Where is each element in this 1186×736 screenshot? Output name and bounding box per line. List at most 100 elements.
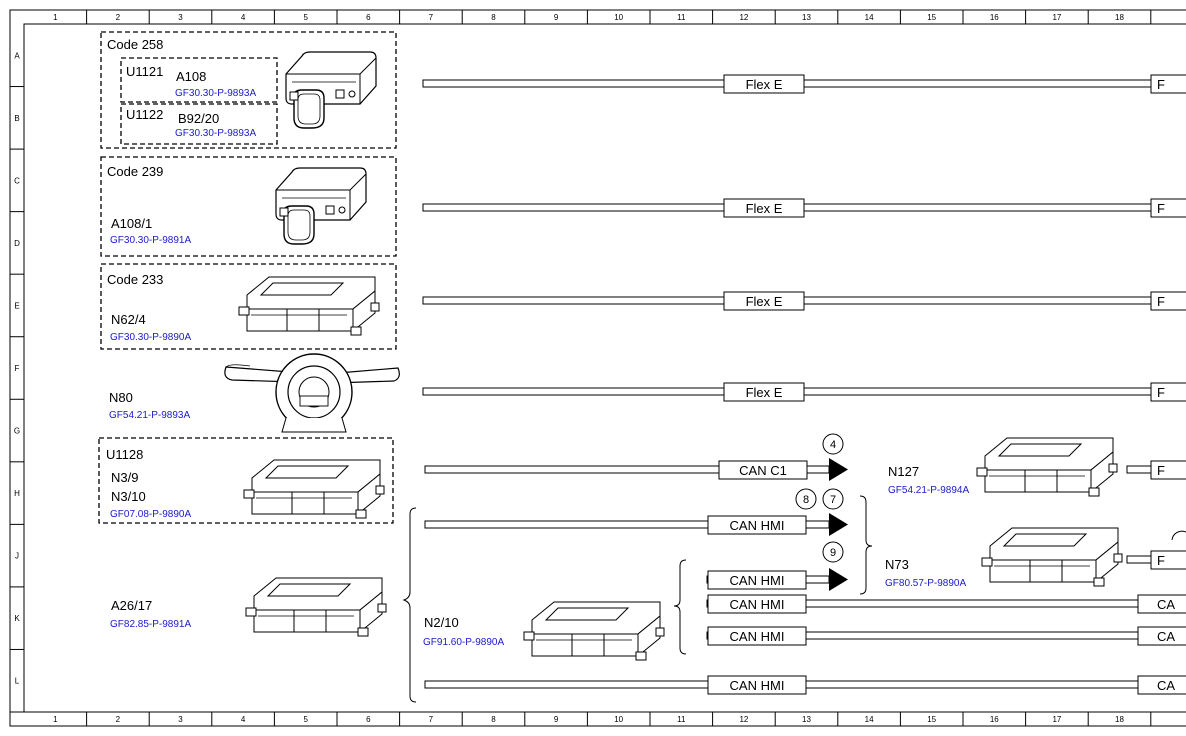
row-C: C [14,176,20,185]
col-top-11: 11 [677,13,686,22]
code239-label: Code 239 [107,164,163,179]
col-top-5: 5 [303,13,308,22]
row-J: J [15,552,19,561]
col-top-9: 9 [554,13,559,22]
col-top-14: 14 [865,13,874,22]
n73-label: N73 [885,557,909,572]
col-top-8: 8 [491,13,496,22]
svg-text:F: F [1157,294,1165,309]
col-bottom-10: 10 [614,715,623,724]
edge-box-ca-3: CA [1137,675,1186,695]
code258-label: Code 258 [107,37,163,52]
svg-text:F: F [1157,201,1165,216]
label-flex-e-3: Flex E [723,291,805,311]
col-bottom-5: 5 [303,715,308,724]
row-B: B [14,114,19,123]
col-bottom-2: 2 [116,715,121,724]
code233-label: Code 233 [107,272,163,287]
n80-steering-switch-icon [224,353,400,433]
col-bottom-13: 13 [802,715,811,724]
label-can-hmi-1: CAN HMI [707,515,807,535]
col-bottom-12: 12 [739,715,748,724]
row-L: L [15,677,20,686]
n73-ref-link[interactable]: GF80.57-P-9890A [885,578,966,589]
col-top-13: 13 [802,13,811,22]
label-can-hmi-3: CAN HMI [707,594,807,614]
n127-ref-link[interactable]: GF54.21-P-9894A [888,485,969,496]
edge-marker-partial [1171,530,1186,541]
svg-text:8: 8 [803,494,809,506]
col-bottom-15: 15 [927,715,936,724]
label-can-hmi-4: CAN HMI [707,626,807,646]
col-bottom-3: 3 [178,715,183,724]
a26-17-label: A26/17 [111,598,152,613]
group-code233 [100,263,397,350]
edge-box-f-6: F [1150,550,1186,570]
svg-text:Flex E: Flex E [746,385,783,400]
label-flex-e-1: Flex E [723,74,805,94]
svg-text:CA: CA [1157,678,1175,693]
col-top-12: 12 [739,13,748,22]
svg-text:Flex E: Flex E [746,294,783,309]
col-bottom-9: 9 [554,715,559,724]
svg-text:CAN HMI: CAN HMI [730,518,785,533]
n3-10-ref-link[interactable]: GF07.08-P-9890A [110,509,191,520]
label-can-hmi-2: CAN HMI [707,570,807,590]
col-top-3: 3 [178,13,183,22]
svg-text:CAN HMI: CAN HMI [730,678,785,693]
svg-text:F: F [1157,385,1165,400]
b92-20-ref-link[interactable]: GF30.30-P-9893A [175,128,256,139]
label-flex-e-2: Flex E [723,198,805,218]
n2-10-ref-link[interactable]: GF91.60-P-9890A [423,637,504,648]
row-K: K [14,614,20,623]
col-bottom-14: 14 [865,715,874,724]
col-top-7: 7 [429,13,434,22]
col-top-4: 4 [241,13,246,22]
group-code239 [100,156,397,257]
group-u1128 [98,437,394,524]
col-top-1: 1 [53,13,58,22]
a108-1-ref-link[interactable]: GF30.30-P-9891A [110,235,191,246]
svg-text:CA: CA [1157,597,1175,612]
a108-1-radar-icon [275,167,367,245]
n80-ref-link[interactable]: GF54.21-P-9893A [109,410,190,421]
label-can-c1: CAN C1 [718,460,808,480]
edge-box-f-2: F [1150,198,1186,218]
svg-text:Flex E: Flex E [746,201,783,216]
n62-4-label: N62/4 [111,312,146,327]
edge-box-f-4: F [1150,382,1186,402]
col-bottom-8: 8 [491,715,496,724]
col-bottom-11: 11 [677,715,686,724]
a26-17-module-icon [245,577,387,637]
u1121-label: U1121 [126,64,163,79]
col-top-10: 10 [614,13,623,22]
n2-10-module-icon [523,601,665,661]
a108-radar-icon [285,51,377,129]
svg-text:CAN HMI: CAN HMI [730,597,785,612]
arrow-can-hmi-2 [829,568,848,591]
row-H: H [14,489,20,498]
n127-label: N127 [888,464,919,479]
brace-n2-10 [402,507,417,703]
col-bottom-6: 6 [366,715,371,724]
svg-text:F: F [1157,463,1165,478]
col-top-15: 15 [927,13,936,22]
col-bottom-18: 18 [1115,715,1124,724]
a26-17-ref-link[interactable]: GF82.85-P-9891A [110,619,191,630]
row-E: E [14,301,19,310]
a108-ref-link[interactable]: GF30.30-P-9893A [175,88,256,99]
n62-4-ref-link[interactable]: GF30.30-P-9890A [110,332,191,343]
n80-label: N80 [109,390,133,405]
col-bottom-4: 4 [241,715,246,724]
col-top-6: 6 [366,13,371,22]
svg-text:F: F [1157,553,1165,568]
col-bottom-17: 17 [1052,715,1061,724]
n62-4-module-icon [238,276,380,336]
col-bottom-1: 1 [53,715,58,724]
edge-box-ca-2: CA [1137,626,1186,646]
frame-outer [9,9,1186,727]
arrow-can-hmi-1 [829,513,848,536]
group-u1122 [120,103,278,145]
